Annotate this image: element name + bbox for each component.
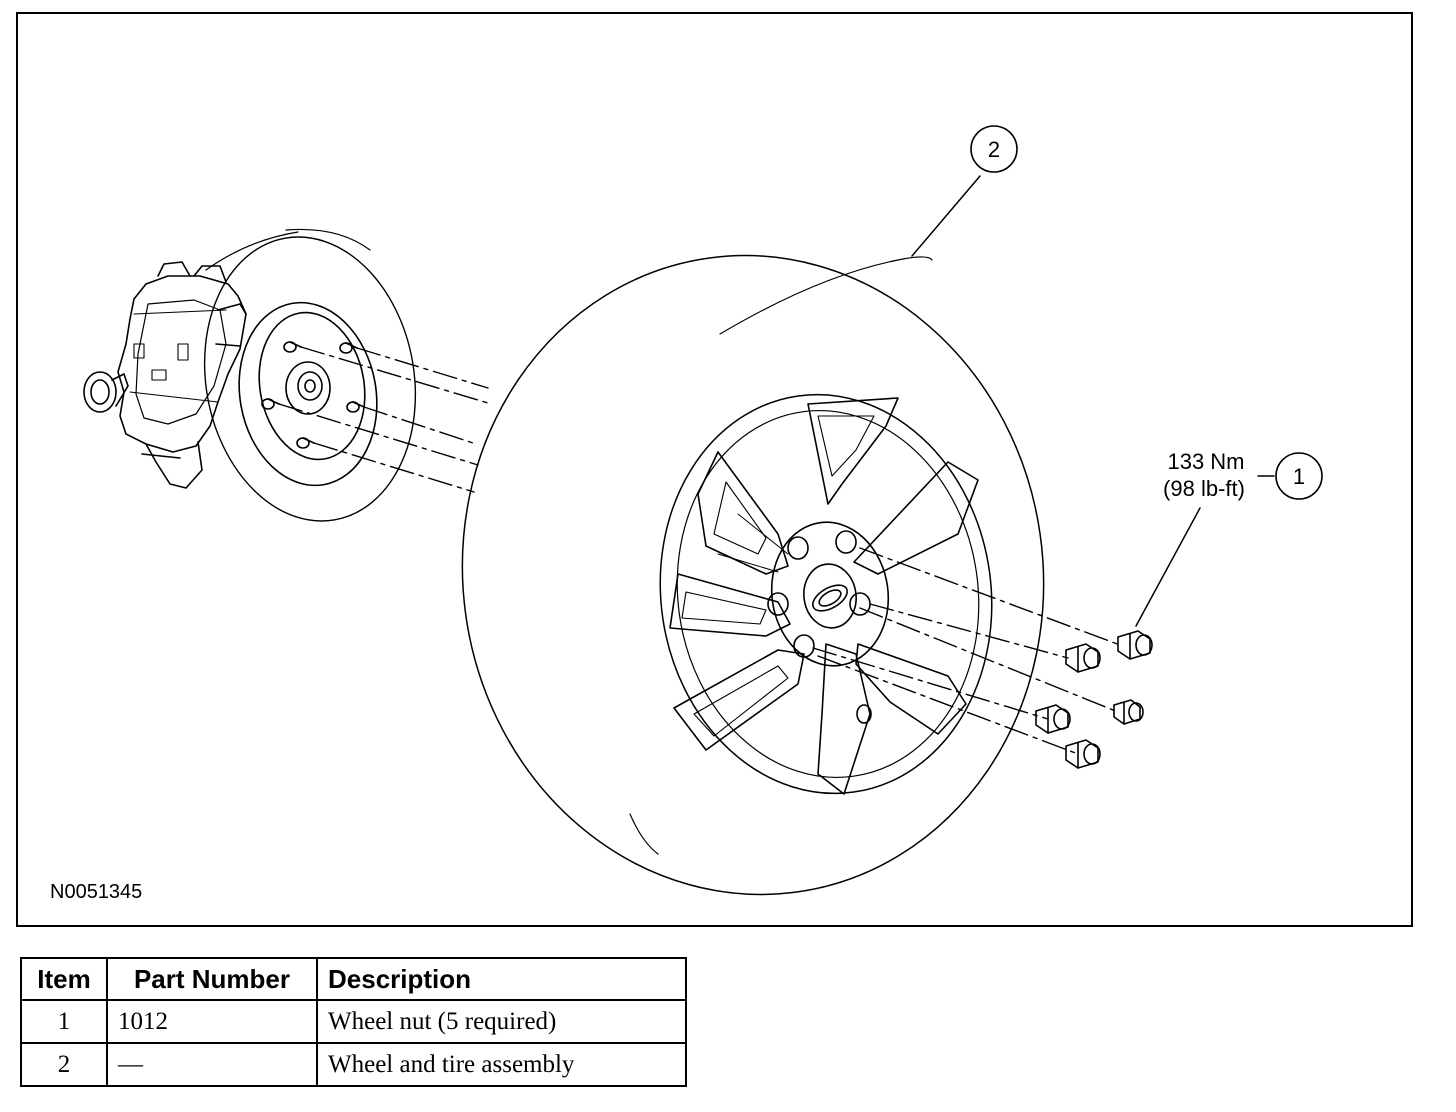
row-part-number: 1012 bbox=[106, 999, 318, 1044]
callout-1-circle bbox=[1275, 452, 1323, 500]
parts-table: Item Part Number Description 1 1012 Whee… bbox=[20, 957, 687, 1087]
callout-1-leader bbox=[1135, 507, 1201, 627]
callout-2-number: 2 bbox=[988, 137, 1000, 162]
header-item: Item bbox=[20, 957, 108, 1001]
wheel-and-tire bbox=[461, 254, 1045, 896]
torque-spec-metric: 133 Nm bbox=[1167, 449, 1244, 474]
wheel-nuts bbox=[1035, 630, 1153, 769]
figure-frame: 2 1 133 Nm (98 lb-ft) N0051345 bbox=[16, 12, 1413, 927]
table-header-row: Item Part Number Description bbox=[20, 957, 687, 1001]
stud-alignment-lines bbox=[278, 346, 489, 493]
torque-spec-imperial: (98 lb-ft) bbox=[1163, 476, 1245, 501]
wheel-assembly-diagram: 2 1 133 Nm (98 lb-ft) N0051345 bbox=[50, 125, 1323, 903]
row-item: 1 bbox=[20, 999, 108, 1044]
row-item: 2 bbox=[20, 1042, 108, 1087]
header-part-number: Part Number bbox=[106, 957, 318, 1001]
row-description: Wheel and tire assembly bbox=[316, 1042, 687, 1087]
callout-1-number: 1 bbox=[1293, 464, 1305, 489]
brake-rotor-hub-caliper bbox=[83, 228, 417, 522]
table-row: 2 — Wheel and tire assembly bbox=[20, 1042, 687, 1087]
table-row: 1 1012 Wheel nut (5 required) bbox=[20, 999, 687, 1044]
figure-id-code: N0051345 bbox=[50, 881, 142, 903]
callout-2-circle bbox=[970, 125, 1018, 173]
header-description: Description bbox=[316, 957, 687, 1001]
callout-2-leader bbox=[911, 175, 981, 257]
row-part-number: — bbox=[106, 1042, 318, 1087]
nut-alignment-lines bbox=[812, 547, 1121, 755]
row-description: Wheel nut (5 required) bbox=[316, 999, 687, 1044]
